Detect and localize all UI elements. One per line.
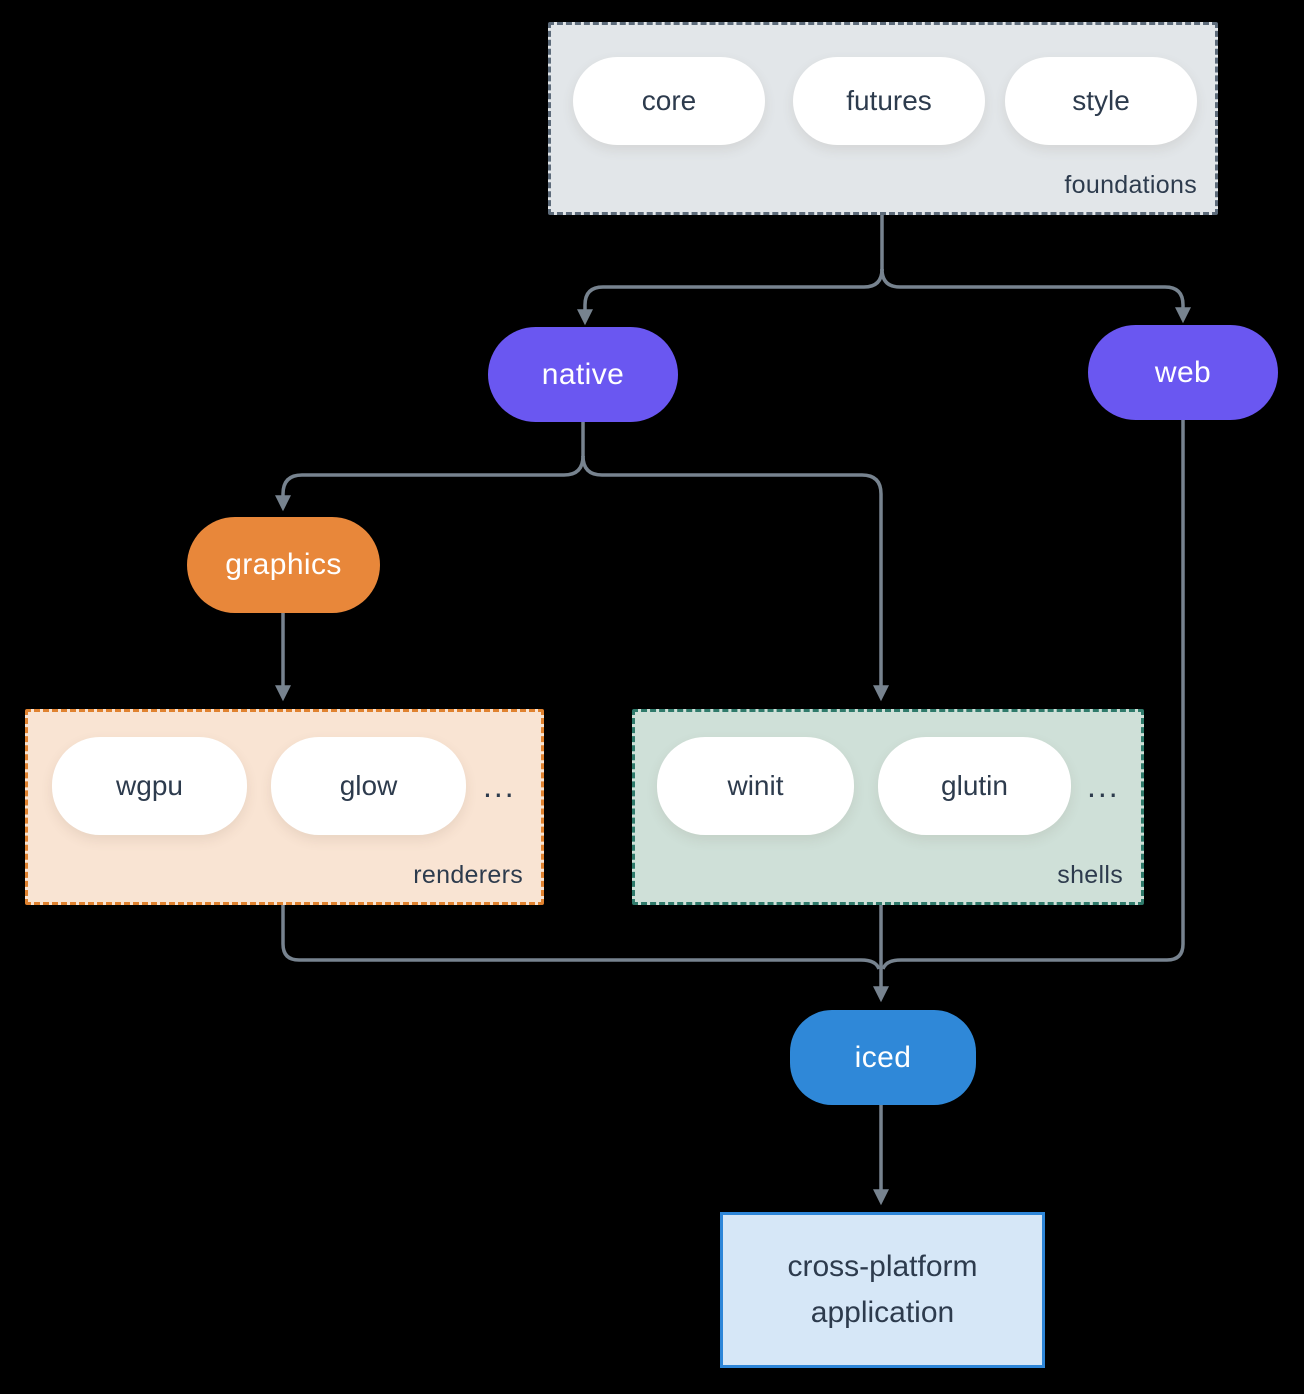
group-renderers: wgpu glow ... renderers (25, 709, 544, 905)
node-winit: winit (657, 737, 854, 835)
node-web-label: web (1154, 355, 1212, 389)
node-application-label: cross-platform application (787, 1249, 978, 1330)
group-shells: winit glutin ... shells (632, 709, 1144, 905)
node-native: native (488, 327, 678, 422)
node-wgpu-label: wgpu (116, 770, 183, 801)
node-web: web (1088, 325, 1278, 420)
node-futures-label: futures (846, 85, 932, 116)
node-native-label: native (541, 357, 625, 391)
group-shells-label: shells (1057, 861, 1123, 889)
node-style-label: style (1072, 85, 1130, 116)
edge-foundations-to-native (576, 268, 884, 326)
node-iced-label: iced (854, 1040, 912, 1074)
edge-foundations-to-web (880, 268, 1192, 324)
edge-native-to-graphics (274, 455, 585, 512)
node-style: style (1005, 57, 1197, 145)
node-glutin-label: glutin (941, 770, 1008, 801)
node-core: core (573, 57, 765, 145)
node-core-label: core (641, 85, 697, 116)
node-winit-label: winit (727, 770, 784, 801)
group-foundations-label: foundations (1064, 171, 1197, 199)
node-wgpu: wgpu (52, 737, 247, 835)
edge-native-to-shells (581, 455, 890, 702)
node-futures: futures (793, 57, 985, 145)
node-glow: glow (271, 737, 466, 835)
group-renderers-label: renderers (413, 861, 523, 889)
node-graphics: graphics (187, 517, 380, 613)
node-iced: iced (790, 1010, 976, 1105)
node-glow-label: glow (339, 770, 398, 801)
node-glutin: glutin (878, 737, 1071, 835)
group-foundations: core futures style foundations (548, 22, 1218, 215)
edge-renderers-to-bus (281, 905, 881, 970)
node-graphics-label: graphics (225, 548, 342, 581)
renderers-ellipsis: ... (483, 767, 516, 804)
shells-ellipsis: ... (1087, 767, 1120, 804)
node-application: cross-platform application (720, 1212, 1045, 1368)
